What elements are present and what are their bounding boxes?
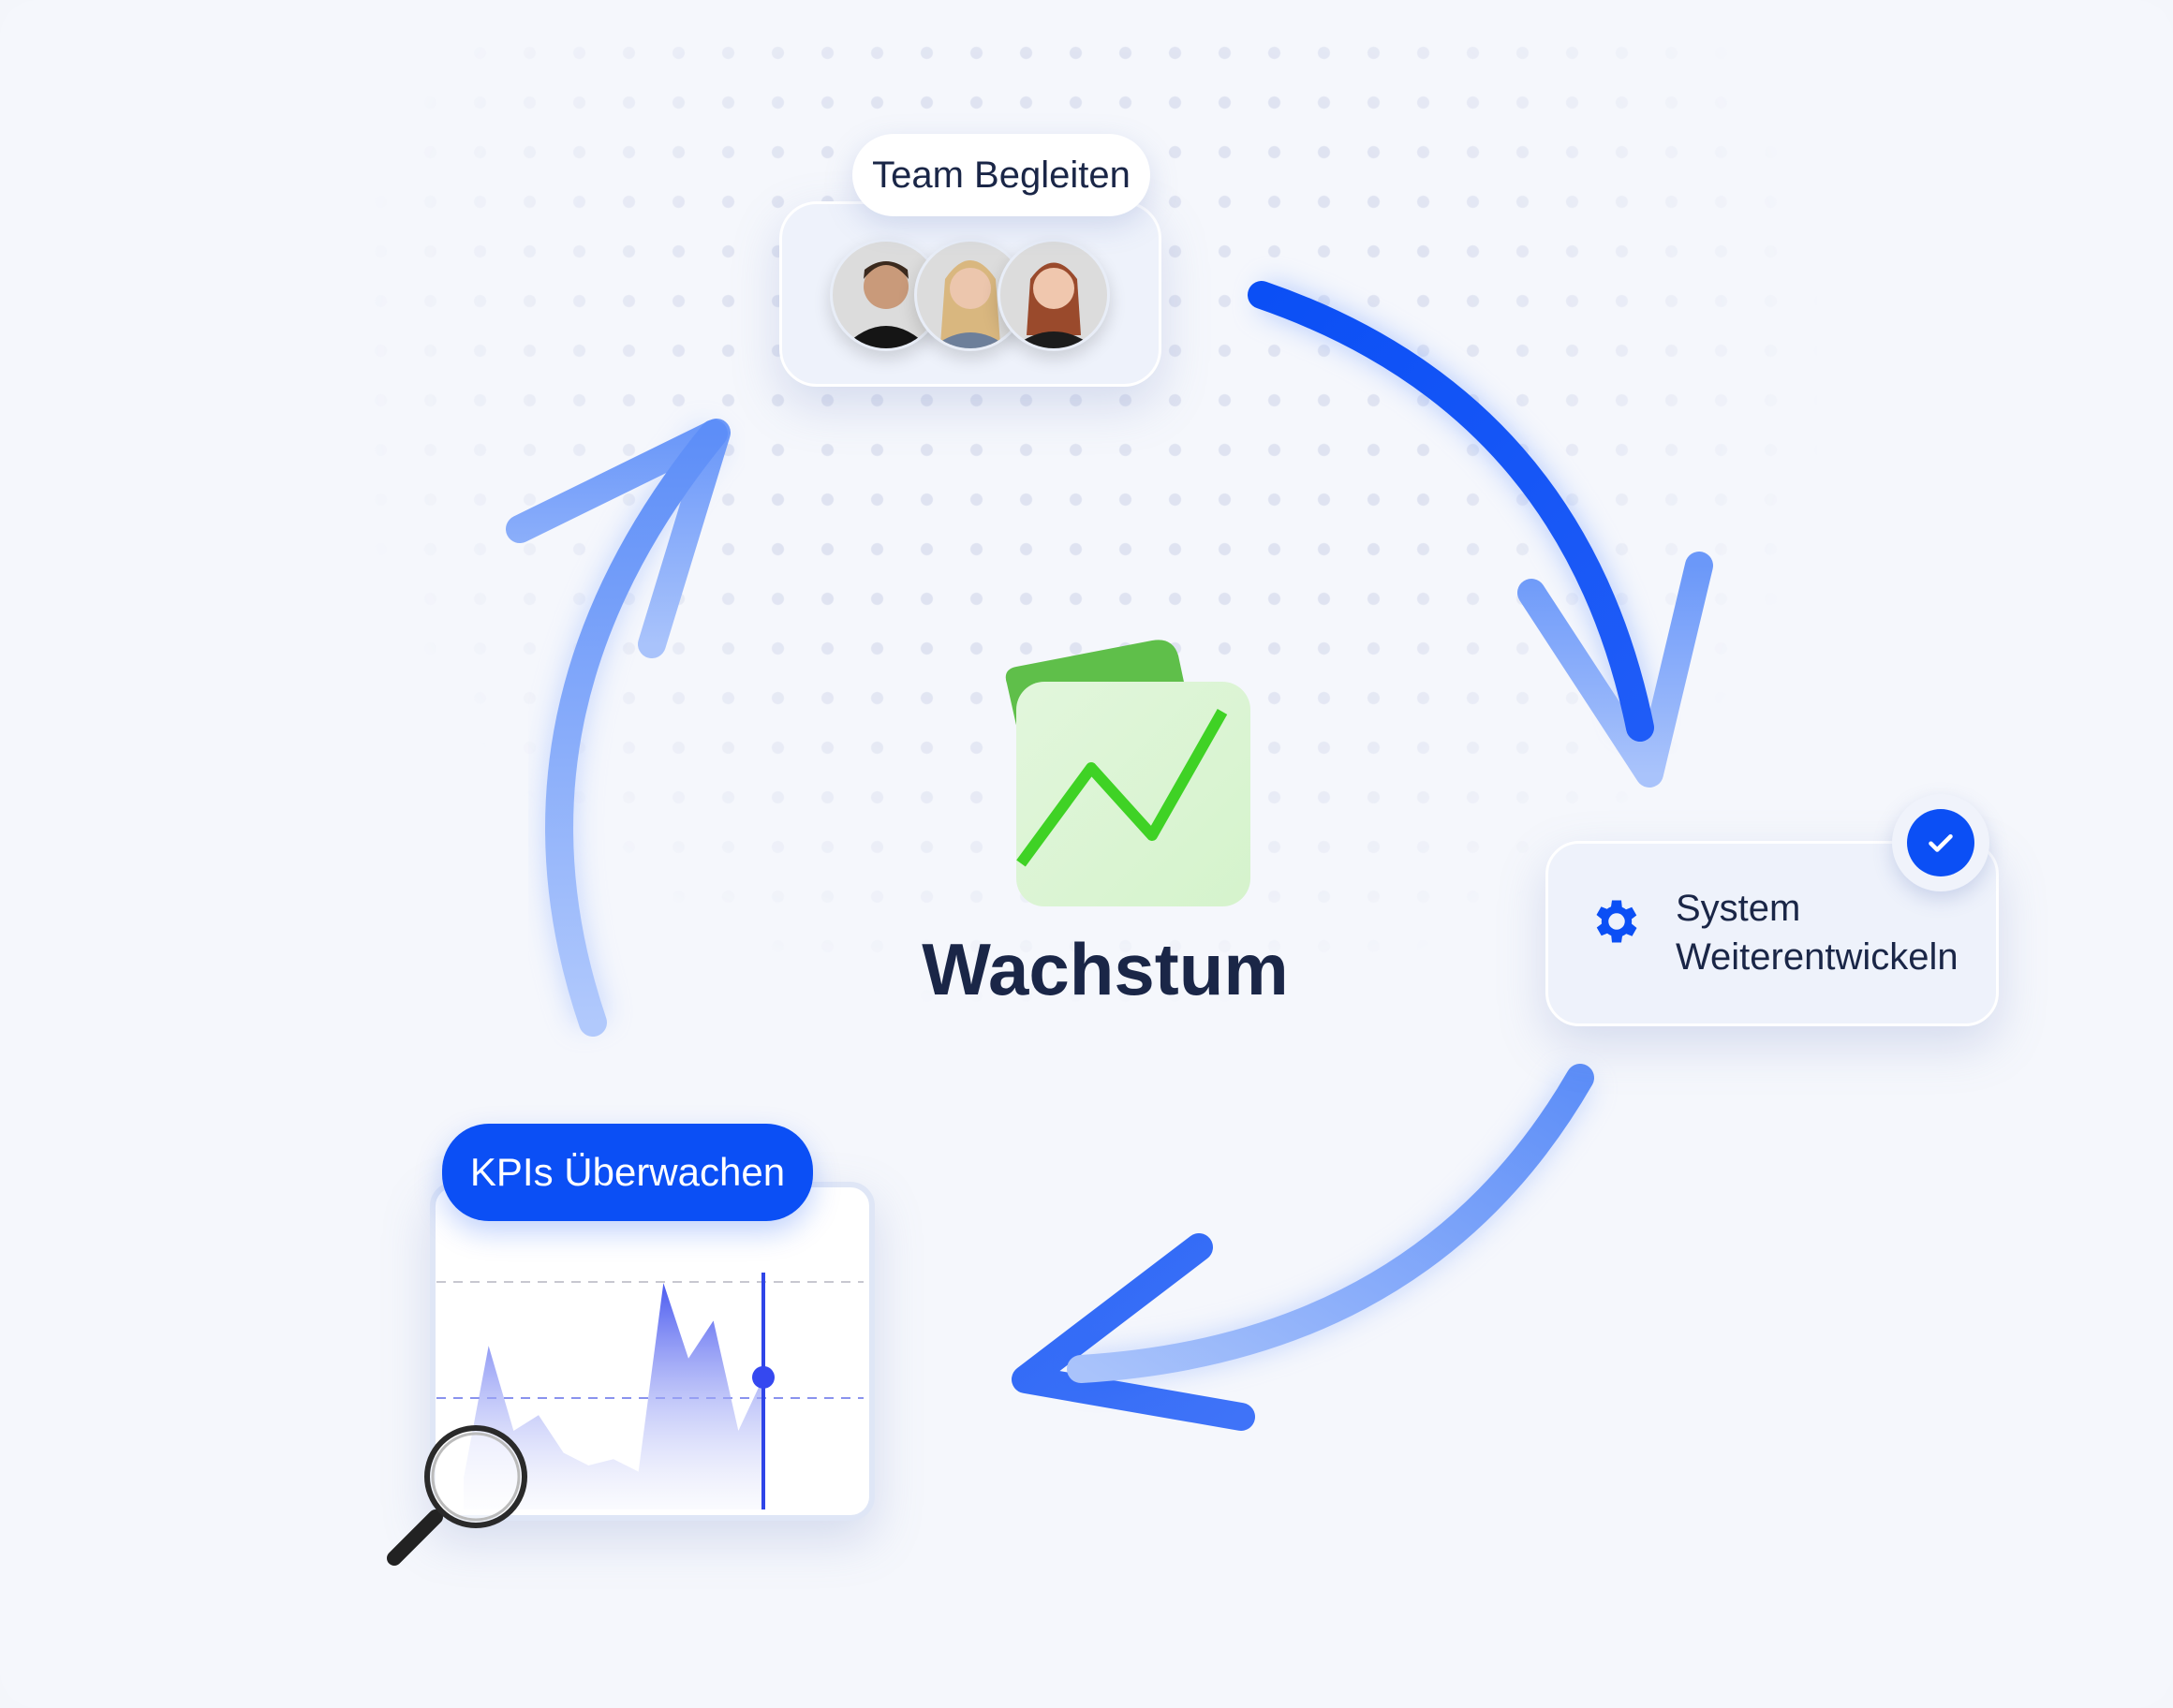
arrow-team-to-system (1248, 279, 1713, 788)
kpi-area (464, 1283, 763, 1509)
gear-icon (1596, 900, 1637, 943)
system-label: System Weiterentwickeln (1676, 884, 1959, 981)
magnifier-icon (387, 1425, 527, 1566)
system-label-line2: Weiterentwickeln (1676, 936, 1959, 978)
avatar-redhead-woman (998, 239, 1110, 351)
center-title: Wachstum (922, 928, 1289, 1010)
kpi-marker-point[interactable] (752, 1365, 775, 1389)
system-label-line1: System (1676, 888, 1801, 929)
kpi-label: KPIs Überwachen (442, 1124, 813, 1221)
growth-chart-icon (1005, 640, 1250, 906)
check-badge (1892, 794, 1989, 891)
check-icon (1929, 834, 1953, 852)
avatar-man (830, 239, 942, 351)
arrow-kpi-to-team (506, 419, 731, 1037)
team-label: Team Begleiten (852, 134, 1150, 216)
arrow-system-to-kpi (1012, 1064, 1594, 1431)
